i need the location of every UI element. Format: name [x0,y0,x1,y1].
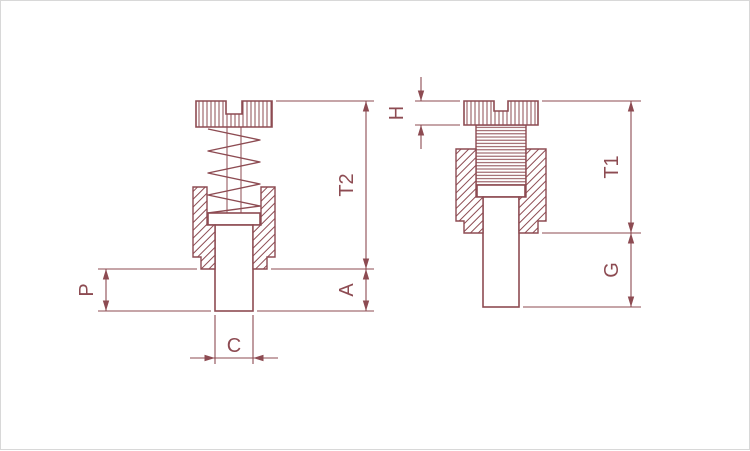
dimension-t1: T1 [542,100,641,234]
housing-right-wall [252,186,276,270]
dimension-label-a: A [336,283,358,297]
knurled-head [463,100,539,126]
plunger-flange [207,212,261,226]
dimension-a: A [257,269,374,312]
dimension-label-p: P [76,283,98,296]
housing-left-wall [455,148,484,234]
spring-coil [207,128,261,214]
left-view: P T2 A C [76,100,374,364]
dimension-c: C [190,315,278,364]
housing-left-wall [192,186,216,270]
right-view: H T1 G [386,77,641,308]
housing-right-wall [518,148,547,234]
plunger-flange [476,184,526,198]
dimension-label-g: G [601,262,623,278]
plunger-pin [214,224,254,312]
dimension-label-t1: T1 [601,155,623,178]
dimension-label-t2: T2 [336,173,358,196]
knurled-head [195,100,273,128]
dimension-label-h: H [386,106,408,120]
dimension-g: G [523,233,641,308]
dimension-t2: T2 [271,100,374,270]
threaded-shank [475,124,527,186]
dimension-label-c: C [227,335,241,357]
plunger-pin [482,196,520,308]
dimension-h: H [386,77,460,149]
dimension-p: P [76,268,211,312]
